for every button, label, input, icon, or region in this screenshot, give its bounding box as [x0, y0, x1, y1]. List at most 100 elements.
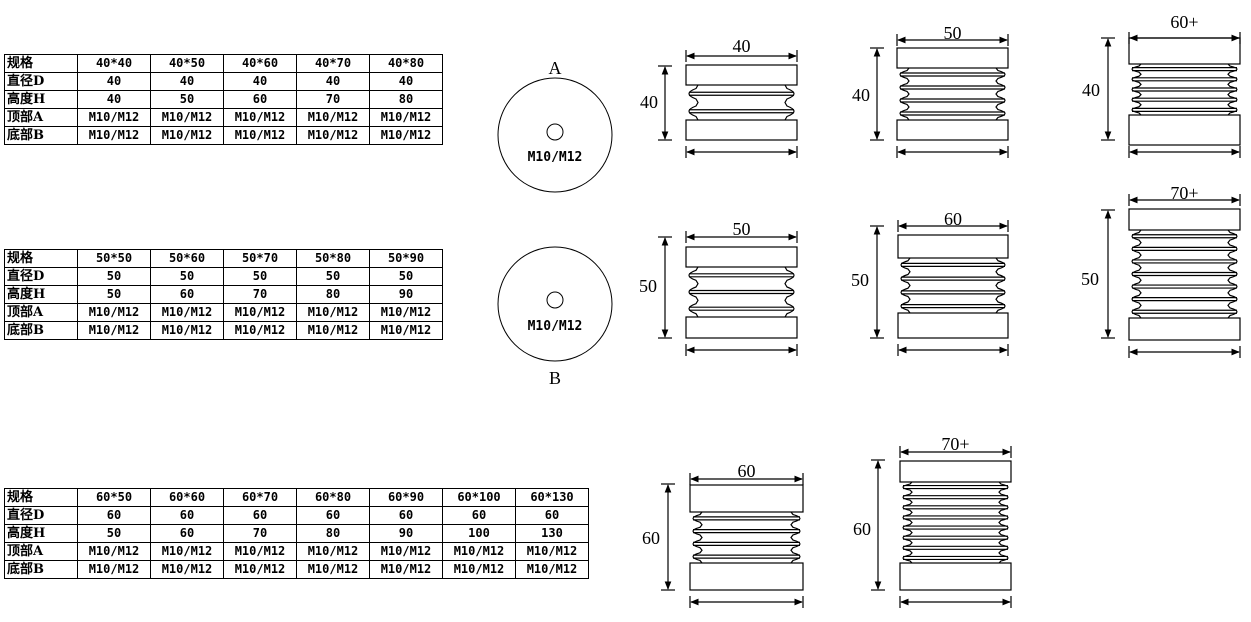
table-cell: M10/M12 — [77, 542, 151, 561]
top-cap — [685, 246, 798, 268]
height-label: 50 — [639, 276, 657, 296]
table-cell: M10/M12 — [369, 303, 443, 322]
table-cell: M10/M12 — [150, 108, 224, 127]
width-label: 70+ — [941, 434, 969, 454]
table-cell: M10/M12 — [515, 542, 589, 561]
row-label: 底部B — [4, 321, 78, 340]
bellows-right-profile — [1227, 229, 1238, 319]
table-cell: 60 — [223, 90, 297, 109]
bottom-cap — [685, 119, 798, 141]
table-cell: M10/M12 — [150, 542, 224, 561]
bellows-right-profile — [1227, 63, 1238, 116]
end-face-circle — [497, 77, 613, 193]
table-cell: 50 — [223, 267, 297, 286]
top-cap — [896, 47, 1009, 69]
bellows-left-profile — [1131, 229, 1142, 319]
height-label: 40 — [852, 85, 870, 105]
end-face-circle — [497, 246, 613, 362]
top-cap — [1128, 208, 1241, 231]
bellows-right-profile — [784, 84, 795, 121]
top-cap — [685, 64, 798, 86]
bellows-drawing: 70+ 50 — [1081, 183, 1241, 358]
table-cell: M10/M12 — [296, 321, 370, 340]
table-cell: 40*70 — [296, 54, 370, 73]
height-label: 60 — [853, 519, 871, 539]
table-cell: 60 — [296, 506, 370, 525]
table-cell: 50*90 — [369, 249, 443, 268]
bellows-drawing: 40 40 — [640, 36, 798, 158]
width-label: 50 — [944, 23, 962, 43]
height-label: 50 — [1081, 269, 1099, 289]
width-label: 70+ — [1170, 183, 1198, 203]
width-label: 40 — [733, 36, 751, 56]
table-cell: 60*50 — [77, 488, 151, 507]
height-label: 40 — [1082, 80, 1100, 100]
table-cell: M10/M12 — [223, 303, 297, 322]
thread-hole — [546, 123, 564, 141]
table-cell: M10/M12 — [223, 126, 297, 145]
bellows-left-profile — [692, 511, 703, 564]
height-label: 60 — [642, 528, 660, 548]
table-cell: 60*100 — [442, 488, 516, 507]
bellows-left-profile — [1131, 63, 1142, 116]
table-cell: 70 — [296, 90, 370, 109]
bellows-right-profile — [995, 257, 1006, 314]
bottom-cap — [1128, 317, 1241, 341]
bellows-left-profile — [688, 84, 699, 121]
bellows-left-profile — [900, 257, 911, 314]
table-cell: 70 — [223, 285, 297, 304]
table-cell: M10/M12 — [369, 321, 443, 340]
height-label: 40 — [640, 92, 658, 112]
bellows-drawing: 60+ 40 — [1082, 12, 1241, 158]
top-cap — [689, 484, 804, 513]
table-cell: M10/M12 — [77, 560, 151, 579]
table-cell: M10/M12 — [150, 126, 224, 145]
width-label: 60+ — [1170, 12, 1198, 32]
thread-label: M10/M12 — [528, 319, 583, 334]
end-view-b: M10/M12 B — [497, 246, 613, 388]
table-cell: M10/M12 — [296, 542, 370, 561]
bellows-left-profile — [902, 481, 913, 564]
bottom-cap — [897, 312, 1009, 339]
thread-hole — [546, 291, 564, 309]
width-label: 60 — [944, 209, 962, 229]
table-cell: M10/M12 — [515, 560, 589, 579]
bellows-drawing: 70+ 60 — [853, 434, 1012, 608]
bellows-left-profile — [899, 67, 910, 121]
bellows-drawing: 50 40 — [852, 23, 1009, 158]
table-cell: M10/M12 — [223, 108, 297, 127]
bellows-drawing: 60 50 — [851, 209, 1009, 356]
bellows-right-profile — [790, 511, 801, 564]
table-cell: 60 — [515, 506, 589, 525]
table-cell: 50*80 — [296, 249, 370, 268]
table-cell: 90 — [369, 285, 443, 304]
end-view-a: A M10/M12 — [497, 58, 613, 193]
bottom-cap — [899, 562, 1012, 591]
table-cell: 50*60 — [150, 249, 224, 268]
bottom-cap — [685, 316, 798, 339]
table-cell: M10/M12 — [150, 321, 224, 340]
bottom-cap — [896, 119, 1009, 141]
bellows-right-profile — [995, 67, 1006, 121]
table-cell: M10/M12 — [442, 560, 516, 579]
height-label: 50 — [851, 270, 869, 290]
bottom-cap — [1128, 114, 1241, 146]
table-cell: 50 — [77, 524, 151, 543]
table-cell: M10/M12 — [296, 560, 370, 579]
table-cell: 80 — [369, 90, 443, 109]
table-cell: M10/M12 — [77, 126, 151, 145]
table-cell: 80 — [296, 524, 370, 543]
